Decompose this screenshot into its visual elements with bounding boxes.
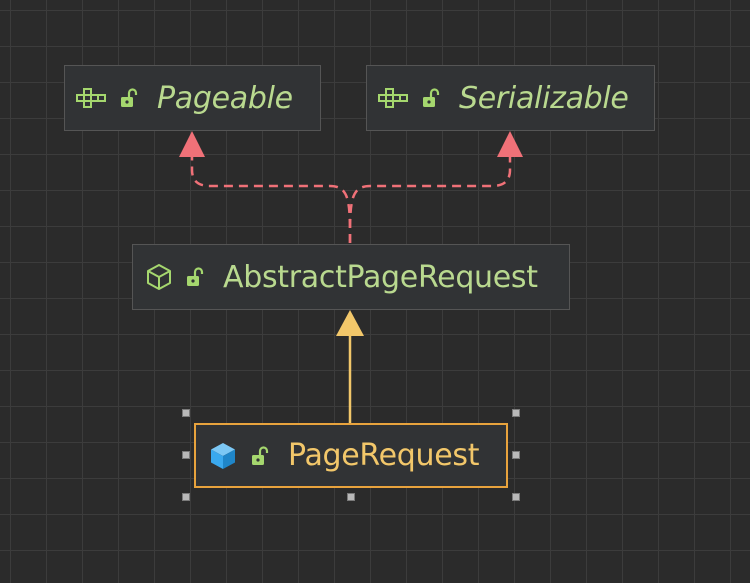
implements-arrowhead bbox=[497, 131, 523, 157]
resize-handle-middle-left[interactable] bbox=[182, 451, 190, 459]
node-abstract-page-request[interactable]: AbstractPageRequest bbox=[132, 244, 570, 310]
unlocked-icon bbox=[250, 445, 270, 466]
unlocked-icon bbox=[119, 88, 139, 108]
resize-handle-bottom-right[interactable] bbox=[512, 493, 520, 501]
abstract-class-icon bbox=[145, 263, 173, 291]
resize-handle-bottom-left[interactable] bbox=[182, 493, 190, 501]
node-label-serializable: Serializable bbox=[459, 80, 629, 116]
edge-implements-serializable bbox=[348, 131, 523, 244]
node-page-request[interactable]: PageRequest bbox=[194, 423, 508, 488]
edge-implements-pageable bbox=[179, 131, 352, 244]
resize-handle-top-left[interactable] bbox=[182, 409, 190, 417]
class-icon bbox=[208, 441, 238, 471]
extends-arrowhead bbox=[336, 310, 364, 336]
edge-extends-abstract-page-request bbox=[336, 310, 364, 423]
node-label-abstract-page-request: AbstractPageRequest bbox=[223, 259, 538, 295]
implements-arrowhead bbox=[179, 131, 205, 157]
unlocked-icon bbox=[421, 88, 441, 108]
resize-handle-top-right[interactable] bbox=[512, 409, 520, 417]
node-pageable[interactable]: Pageable bbox=[64, 65, 321, 131]
interface-icon bbox=[377, 87, 409, 109]
node-label-page-request: PageRequest bbox=[288, 438, 480, 473]
node-label-pageable: Pageable bbox=[157, 80, 293, 116]
interface-icon bbox=[75, 87, 107, 109]
unlocked-icon bbox=[185, 267, 205, 287]
resize-handle-middle-right[interactable] bbox=[512, 451, 520, 459]
resize-handle-bottom-center[interactable] bbox=[347, 493, 355, 501]
node-serializable[interactable]: Serializable bbox=[366, 65, 655, 131]
